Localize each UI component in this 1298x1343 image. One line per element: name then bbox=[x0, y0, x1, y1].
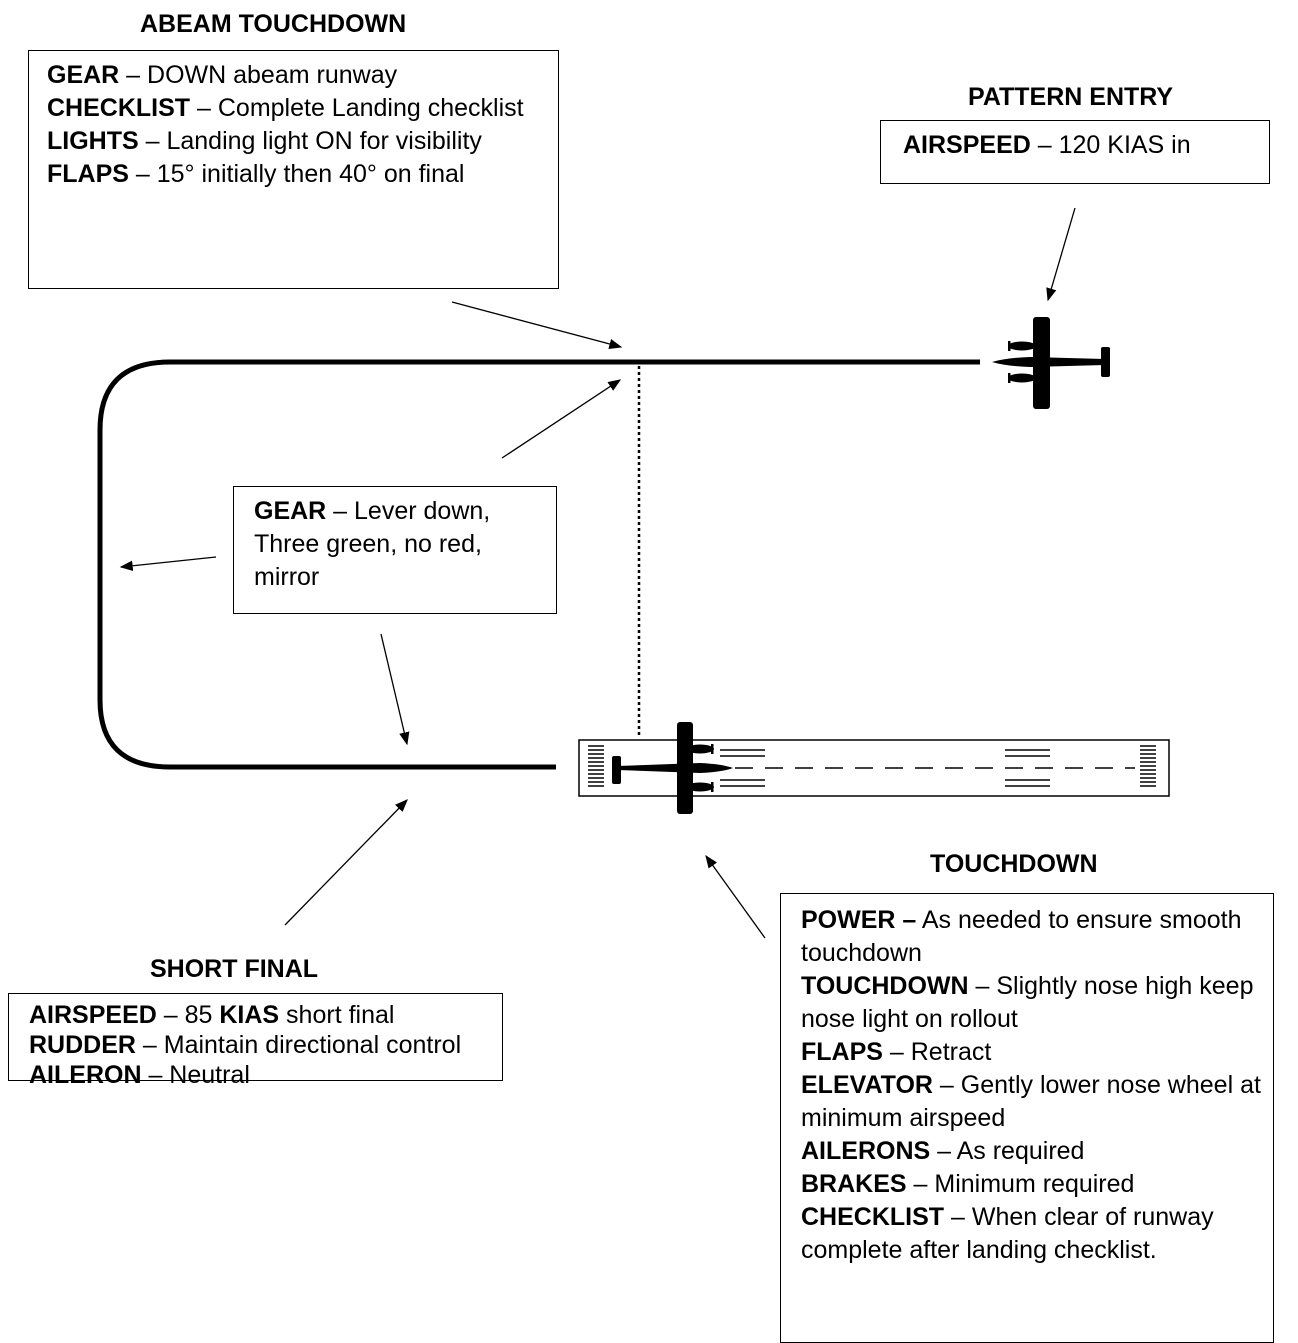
checklist-item: CHECKLIST – Complete Landing checklist bbox=[47, 94, 524, 122]
checklist-item: AIRSPEED – 85 KIAS short final bbox=[29, 1001, 395, 1029]
checklist-item: FLAPS – 15° initially then 40° on final bbox=[47, 160, 465, 188]
checklist-item: AILERON – Neutral bbox=[29, 1061, 250, 1089]
checklist-item: ELEVATOR – Gently lower nose wheel at mi… bbox=[801, 1071, 1261, 1132]
airplane-icon bbox=[612, 722, 733, 814]
checklist-item: BRAKES – Minimum required bbox=[801, 1170, 1135, 1198]
checklist-item: LIGHTS – Landing light ON for visibility bbox=[47, 127, 482, 155]
short-final-heading: SHORT FINAL bbox=[150, 955, 319, 983]
short-final-box: AIRSPEED – 85 KIAS short final RUDDER – … bbox=[8, 993, 503, 1089]
airplane-icon bbox=[992, 317, 1110, 409]
checklist-item: GEAR – DOWN abeam runway bbox=[47, 61, 398, 89]
checklist-item: RUDDER – Maintain directional control bbox=[29, 1031, 462, 1059]
checklist-item: POWER – As needed to ensure smooth touch… bbox=[801, 906, 1242, 967]
touchdown-box: POWER – As needed to ensure smooth touch… bbox=[780, 893, 1274, 1343]
pattern-entry-heading: PATTERN ENTRY bbox=[968, 83, 1174, 111]
touchdown-heading: TOUCHDOWN bbox=[930, 850, 1098, 878]
abeam-touchdown-heading: ABEAM TOUCHDOWN bbox=[140, 10, 407, 38]
checklist-item: GEAR – Lever down, Three green, no red, … bbox=[254, 497, 491, 591]
pattern-entry-box: AIRSPEED – 120 KIAS in bbox=[880, 120, 1270, 184]
checklist-item: AIRSPEED – 120 KIAS in bbox=[903, 131, 1191, 159]
gear-check-box: GEAR – Lever down, Three green, no red, … bbox=[233, 486, 557, 614]
checklist-item: TOUCHDOWN – Slightly nose high keep nose… bbox=[801, 972, 1254, 1033]
checklist-item: FLAPS – Retract bbox=[801, 1038, 992, 1066]
checklist-item: CHECKLIST – When clear of runway complet… bbox=[801, 1203, 1214, 1264]
arrow-icon bbox=[119, 207, 1076, 939]
pattern-path bbox=[97, 359, 980, 770]
abeam-touchdown-box: GEAR – DOWN abeam runway CHECKLIST – Com… bbox=[28, 50, 559, 289]
checklist-item: AILERONS – As required bbox=[801, 1137, 1085, 1165]
